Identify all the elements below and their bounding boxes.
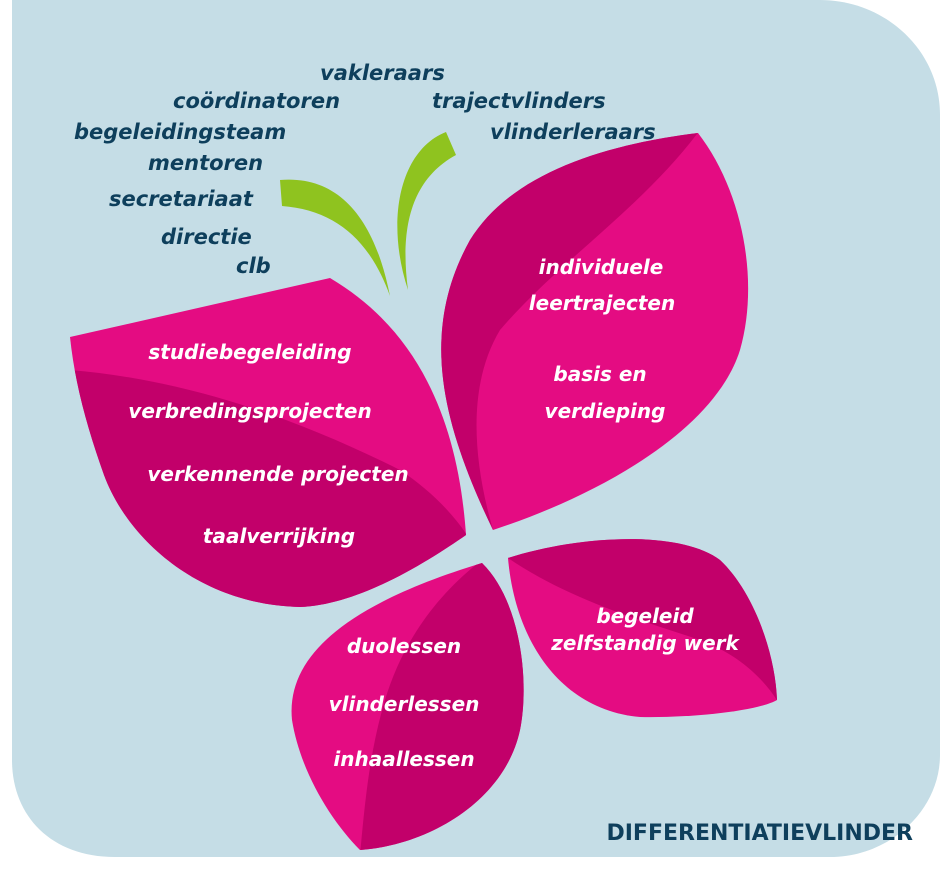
ll-label-3: inhaallessen: [333, 747, 474, 771]
left-antenna: [280, 179, 390, 296]
ll-label-2: vlinderlessen: [329, 692, 480, 716]
role-vakleraars: vakleraars: [320, 61, 445, 85]
role-directie: directie: [161, 225, 252, 249]
lower-left-wing: [291, 563, 524, 850]
ul-label-4: taalverrijking: [203, 524, 355, 548]
ur-label-2: leertrajecten: [529, 291, 675, 315]
lr-label-1: begeleid: [596, 604, 694, 628]
ul-label-3: verkennende projecten: [147, 462, 408, 486]
role-vlinderleraars: vlinderleraars: [490, 120, 656, 144]
ur-label-3: basis en: [553, 362, 646, 386]
diagram-title: DIFFERENTIATIEVLINDER: [606, 821, 913, 846]
ul-label-2: verbredingsprojecten: [128, 399, 371, 423]
role-mentoren: mentoren: [148, 151, 263, 175]
lower-right-wing: [508, 539, 777, 718]
ul-label-1: studiebegeleiding: [148, 340, 351, 364]
role-coordinatoren: coördinatoren: [173, 89, 340, 113]
ur-label-4: verdieping: [545, 399, 666, 423]
role-clb: clb: [236, 254, 271, 278]
role-trajectvlinders: trajectvlinders: [432, 89, 606, 113]
role-begeleidingsteam: begeleidingsteam: [74, 120, 286, 144]
ur-label-1: individuele: [539, 255, 664, 279]
lr-label-2: zelfstandig werk: [550, 631, 740, 655]
ll-label-1: duolessen: [347, 634, 461, 658]
right-antenna: [397, 132, 456, 290]
role-secretariaat: secretariaat: [109, 187, 254, 211]
